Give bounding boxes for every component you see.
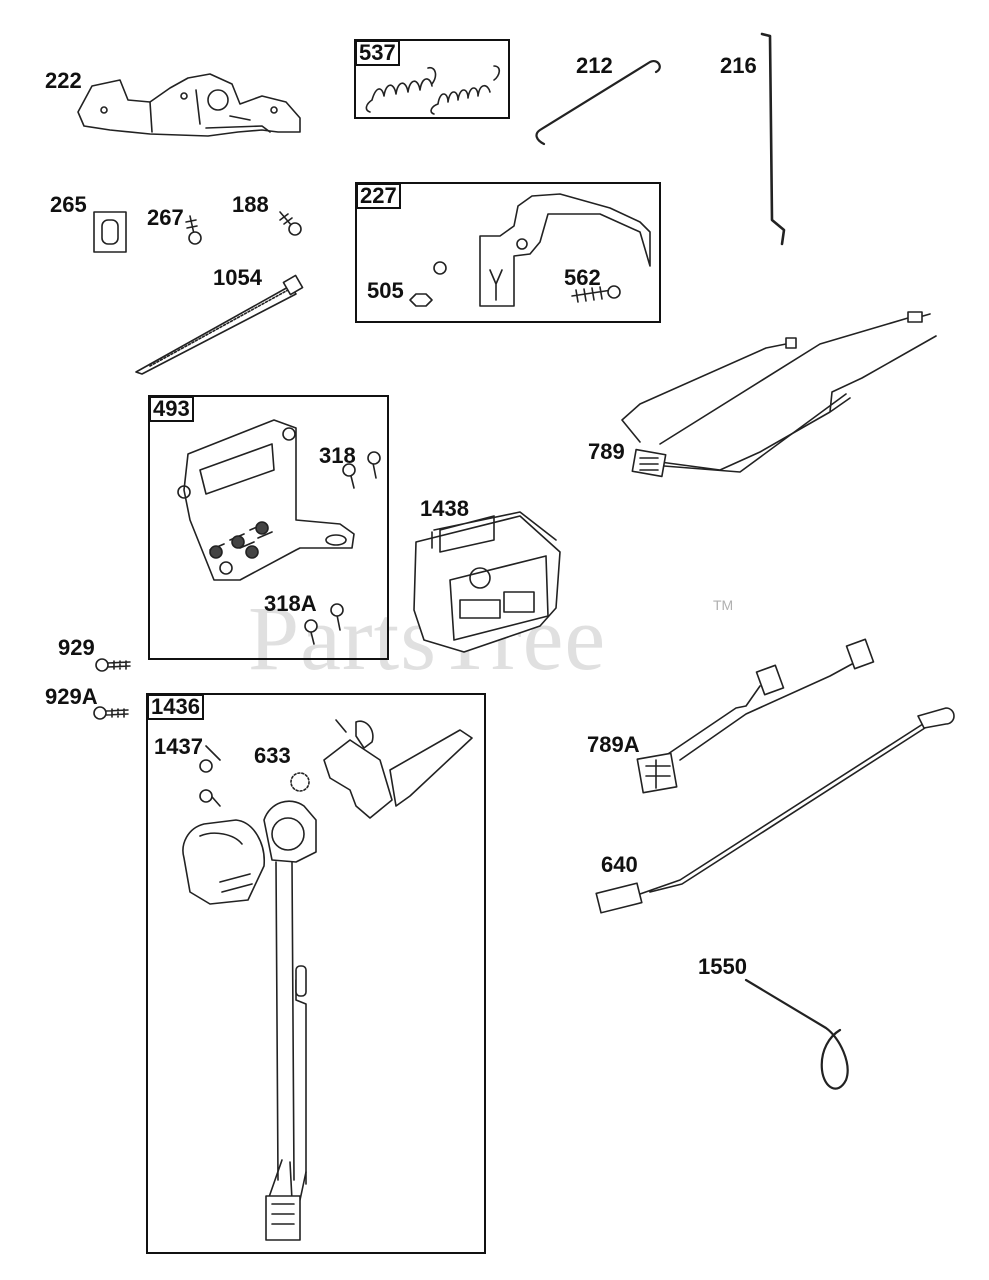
group-frame-493 — [148, 395, 389, 660]
part-318-screws — [304, 451, 381, 645]
label-505: 505 — [367, 278, 404, 303]
label-1550: 1550 — [698, 954, 747, 979]
label-318A: 318A — [264, 591, 317, 616]
part-789-harness — [621, 311, 937, 478]
part-537-springs — [365, 65, 501, 115]
group-frame-227 — [355, 182, 661, 323]
part-640-wire — [595, 707, 955, 914]
part-216-rod — [760, 32, 786, 246]
label-265: 265 — [50, 192, 87, 217]
label-633: 633 — [254, 743, 291, 768]
label-1438: 1438 — [420, 496, 469, 521]
part-188-screw — [279, 211, 302, 236]
part-222-bracket — [77, 73, 301, 137]
label-493: 493 — [149, 396, 194, 422]
label-188: 188 — [232, 192, 269, 217]
part-1437-screws — [199, 745, 221, 807]
label-929: 929 — [58, 635, 95, 660]
label-562: 562 — [564, 265, 601, 290]
part-1550-pin — [744, 978, 849, 1090]
label-216: 216 — [720, 53, 757, 78]
watermark-trademark: TM — [713, 597, 734, 613]
label-789A: 789A — [587, 732, 640, 757]
part-212-link-rod — [535, 60, 661, 146]
label-929A: 929A — [45, 684, 98, 709]
part-789A-harness — [636, 638, 875, 794]
label-227: 227 — [356, 183, 401, 209]
part-227-bracket — [409, 193, 651, 307]
part-493-relay-bracket — [177, 419, 355, 581]
part-1438-module — [413, 511, 561, 653]
label-318: 318 — [319, 443, 356, 468]
part-267-screw — [185, 215, 202, 245]
label-1437: 1437 — [154, 734, 203, 759]
label-1436: 1436 — [147, 694, 204, 720]
label-640: 640 — [601, 852, 638, 877]
part-929A-bolt — [93, 706, 129, 720]
group-frame-537 — [354, 39, 510, 119]
part-265-clip — [93, 211, 127, 253]
label-537: 537 — [355, 40, 400, 66]
label-789: 789 — [588, 439, 625, 464]
part-1436-switch — [182, 719, 473, 1241]
label-1054: 1054 — [213, 265, 262, 290]
label-267: 267 — [147, 205, 184, 230]
part-929-bolt — [95, 658, 131, 672]
label-222: 222 — [45, 68, 82, 93]
label-212: 212 — [576, 53, 613, 78]
part-1054-cable-tie — [135, 274, 304, 375]
group-frame-1436 — [146, 693, 486, 1254]
